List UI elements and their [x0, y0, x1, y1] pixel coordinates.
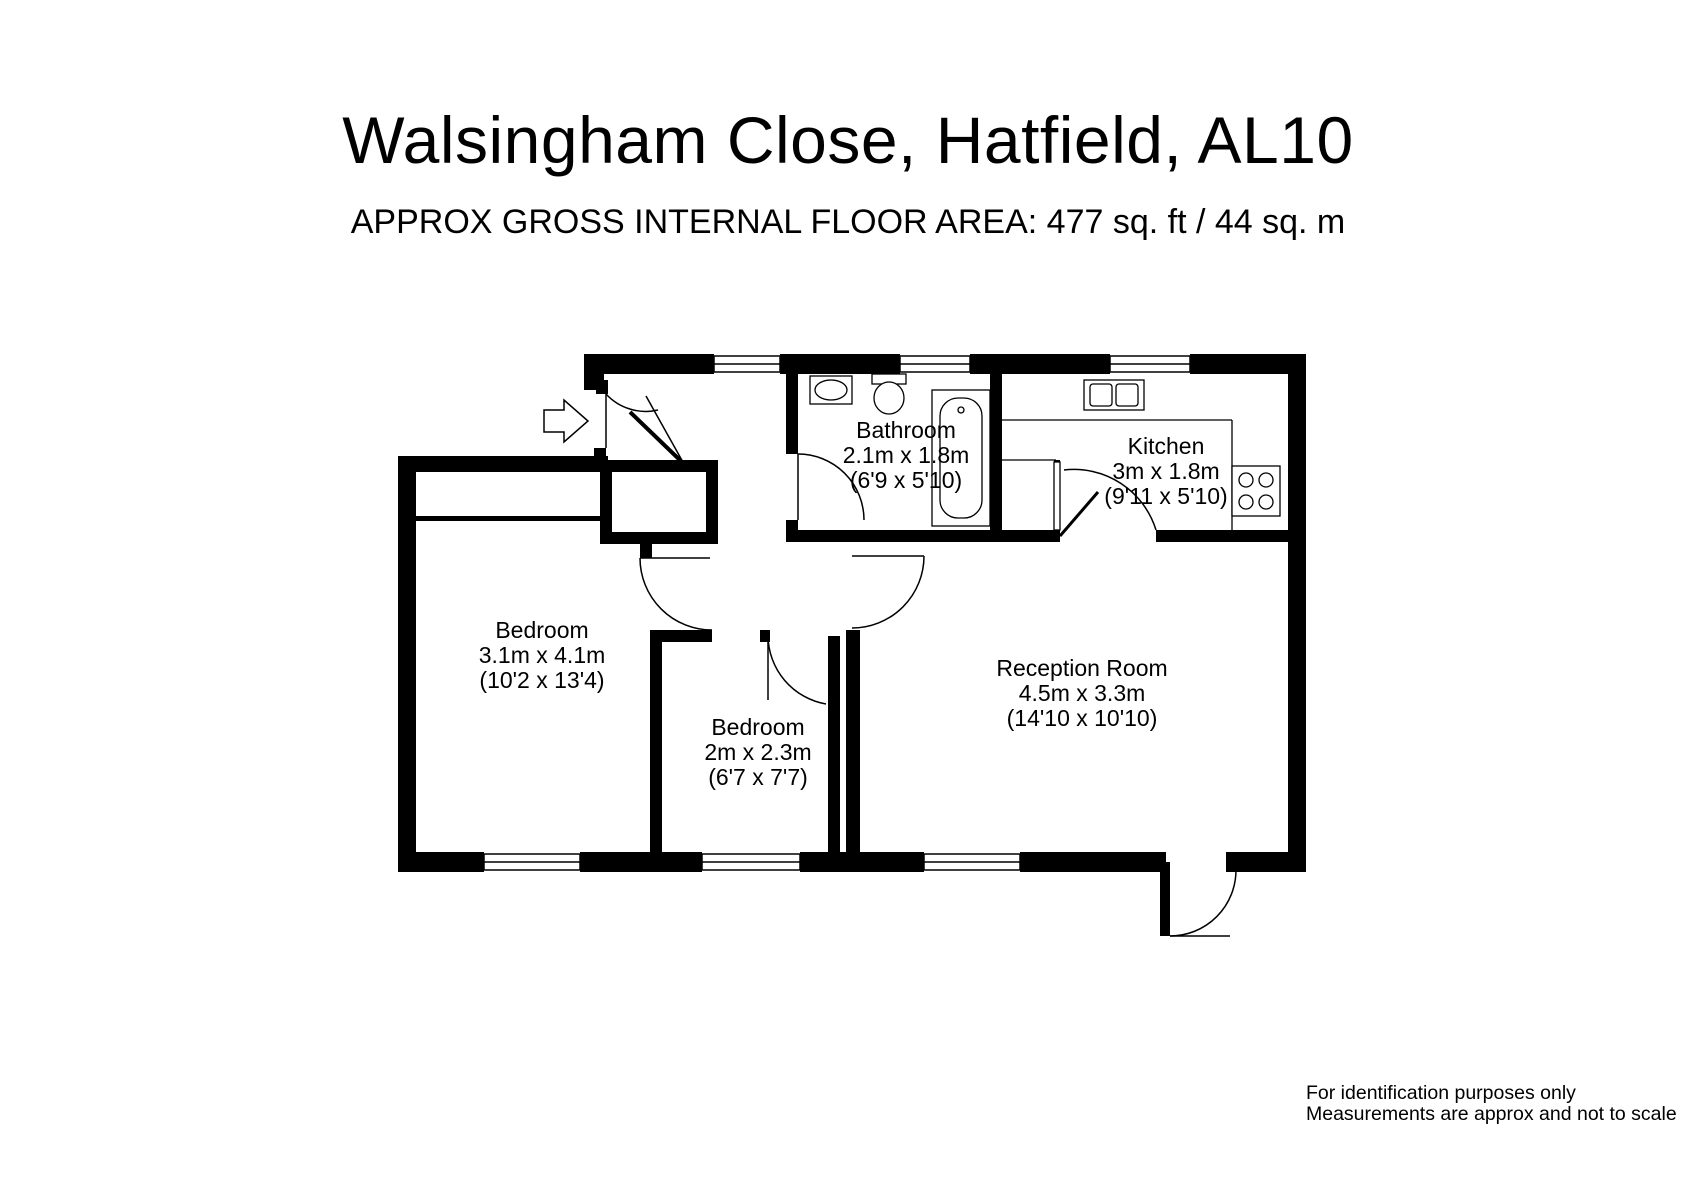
- reception-imperial: (14'10 x 10'10): [1007, 705, 1158, 731]
- entrance-arrow-icon: [543, 398, 590, 444]
- bathroom-metric: 2.1m x 1.8m: [843, 442, 970, 468]
- bathroom-name: Bathroom: [856, 417, 956, 443]
- doors: [605, 393, 1237, 937]
- windows: [483, 355, 1191, 871]
- walls: [398, 354, 1306, 936]
- kitchen-imperial: (9'11 x 5'10): [1104, 483, 1227, 509]
- reception-name: Reception Room: [996, 655, 1167, 681]
- kitchen-fixtures: [1002, 379, 1281, 531]
- plan-title: Walsingham Close, Hatfield, AL10: [342, 103, 1354, 177]
- bedroom1-metric: 3.1m x 4.1m: [479, 642, 606, 668]
- bathroom-fixtures: [809, 373, 991, 527]
- bedroom2-metric: 2m x 2.3m: [704, 739, 811, 765]
- reception-metric: 4.5m x 3.3m: [1019, 680, 1146, 706]
- bedroom2-imperial: (6'7 x 7'7): [708, 764, 808, 790]
- disclaimer-line-2: Measurements are approx and not to scale: [1306, 1103, 1677, 1125]
- kitchen-metric: 3m x 1.8m: [1112, 458, 1219, 484]
- disclaimer-line-1: For identification purposes only: [1306, 1082, 1576, 1104]
- disclaimer: For identification purposes only Measure…: [1306, 1083, 1677, 1125]
- floor-area-subtitle: APPROX GROSS INTERNAL FLOOR AREA: 477 sq…: [350, 203, 1346, 241]
- bedroom1-name: Bedroom: [495, 617, 588, 643]
- bedroom1-imperial: (10'2 x 13'4): [479, 667, 604, 693]
- bedroom2-name: Bedroom: [711, 714, 804, 740]
- kitchen-name: Kitchen: [1128, 433, 1205, 459]
- bathroom-imperial: (6'9 x 5'10): [850, 467, 962, 493]
- hob-icon: [1231, 465, 1281, 517]
